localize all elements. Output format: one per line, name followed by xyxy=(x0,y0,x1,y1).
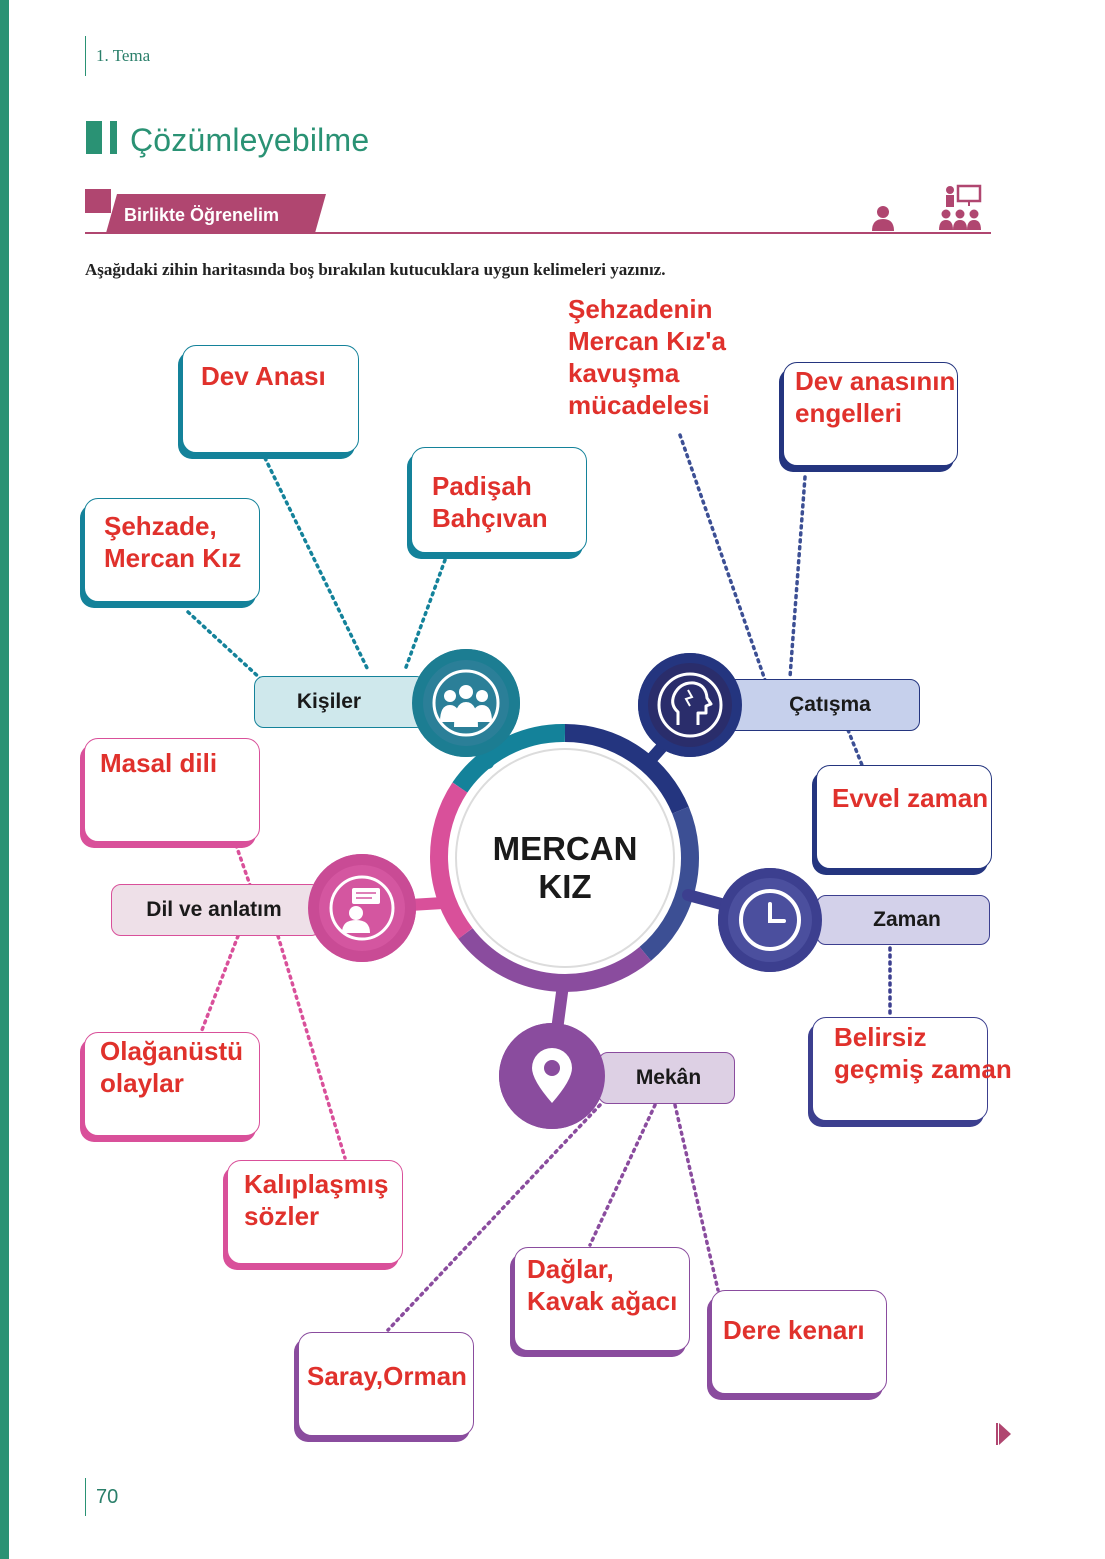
answer-catisma-3: Evvel zaman xyxy=(832,783,989,813)
group-work-icon xyxy=(939,184,982,230)
title-marker-thin xyxy=(110,121,117,154)
header-divider xyxy=(85,36,86,76)
kisiler-connectors xyxy=(186,456,447,682)
ring-segment-zaman xyxy=(639,806,699,961)
kisiler-people-icon xyxy=(412,649,520,757)
ring-segment-catisma xyxy=(564,724,689,814)
footer-divider xyxy=(85,1478,86,1516)
answer-box-dil-1 xyxy=(84,738,260,842)
dil-connectors xyxy=(200,843,347,1160)
answer-box-zaman-1 xyxy=(812,1017,988,1121)
page-number: 70 xyxy=(96,1486,119,1508)
answer-box-mekan-3 xyxy=(298,1332,474,1436)
answer-mekan-1: Dağlar,Kavak ağacı xyxy=(527,1254,678,1316)
category-zaman: Zaman xyxy=(816,895,990,945)
center-topic-line1: MERCAN xyxy=(492,830,638,867)
mekan-connectors xyxy=(386,1103,720,1332)
banner-corner xyxy=(85,189,111,213)
answer-mekan-2: Dere kenarı xyxy=(723,1315,865,1345)
banner-label: Birlikte Öğrenelim xyxy=(124,205,280,225)
banner xyxy=(106,194,326,233)
answer-box-dil-3 xyxy=(227,1160,403,1264)
ring-segment-mekan xyxy=(458,927,652,992)
answer-kisiler-1: Dev Anası xyxy=(201,361,326,391)
banner-rule xyxy=(85,232,991,234)
answer-box-dil-2 xyxy=(84,1032,260,1136)
center-topic-line2: KIZ xyxy=(538,868,592,905)
answer-box-mekan-2 xyxy=(711,1290,887,1394)
ring-segment-dil xyxy=(430,782,473,940)
title-marker xyxy=(86,121,102,154)
center-topic: MERCAN KIZ xyxy=(465,830,665,906)
answer-box-kisiler-3 xyxy=(84,498,260,602)
answer-kisiler-3: Şehzade,Mercan Kız xyxy=(104,511,242,573)
answer-dil-1: Masal dili xyxy=(100,748,218,778)
instruction-text: Aşağıdaki zihin haritasında boş bırakıla… xyxy=(85,260,666,279)
mekan-location-icon xyxy=(499,1023,605,1129)
answer-box-catisma-3 xyxy=(816,765,992,869)
answer-box-kisiler-2 xyxy=(411,447,587,553)
individual-work-icon xyxy=(872,206,894,231)
next-arrow-icon xyxy=(999,1423,1011,1445)
answer-mekan-3: Saray,Orman xyxy=(307,1361,467,1391)
category-catisma: Çatışma xyxy=(726,679,920,731)
page-title: Çözümleyebilme xyxy=(130,122,370,158)
answer-box-kisiler-1 xyxy=(182,345,359,453)
zaman-clock-icon xyxy=(718,868,822,972)
catisma-connectors xyxy=(678,433,864,767)
theme-label: 1. Tema xyxy=(96,46,151,65)
answer-box-mekan-1 xyxy=(514,1247,690,1351)
dil-speaker-icon xyxy=(308,854,416,962)
category-dil: Dil ve anlatım xyxy=(111,884,321,936)
answer-box-catisma-2 xyxy=(783,362,958,466)
category-kisiler: Kişiler xyxy=(254,676,426,728)
category-mekan: Mekân xyxy=(598,1052,735,1104)
center-circle xyxy=(455,748,675,968)
page-side-bar xyxy=(0,0,9,1559)
